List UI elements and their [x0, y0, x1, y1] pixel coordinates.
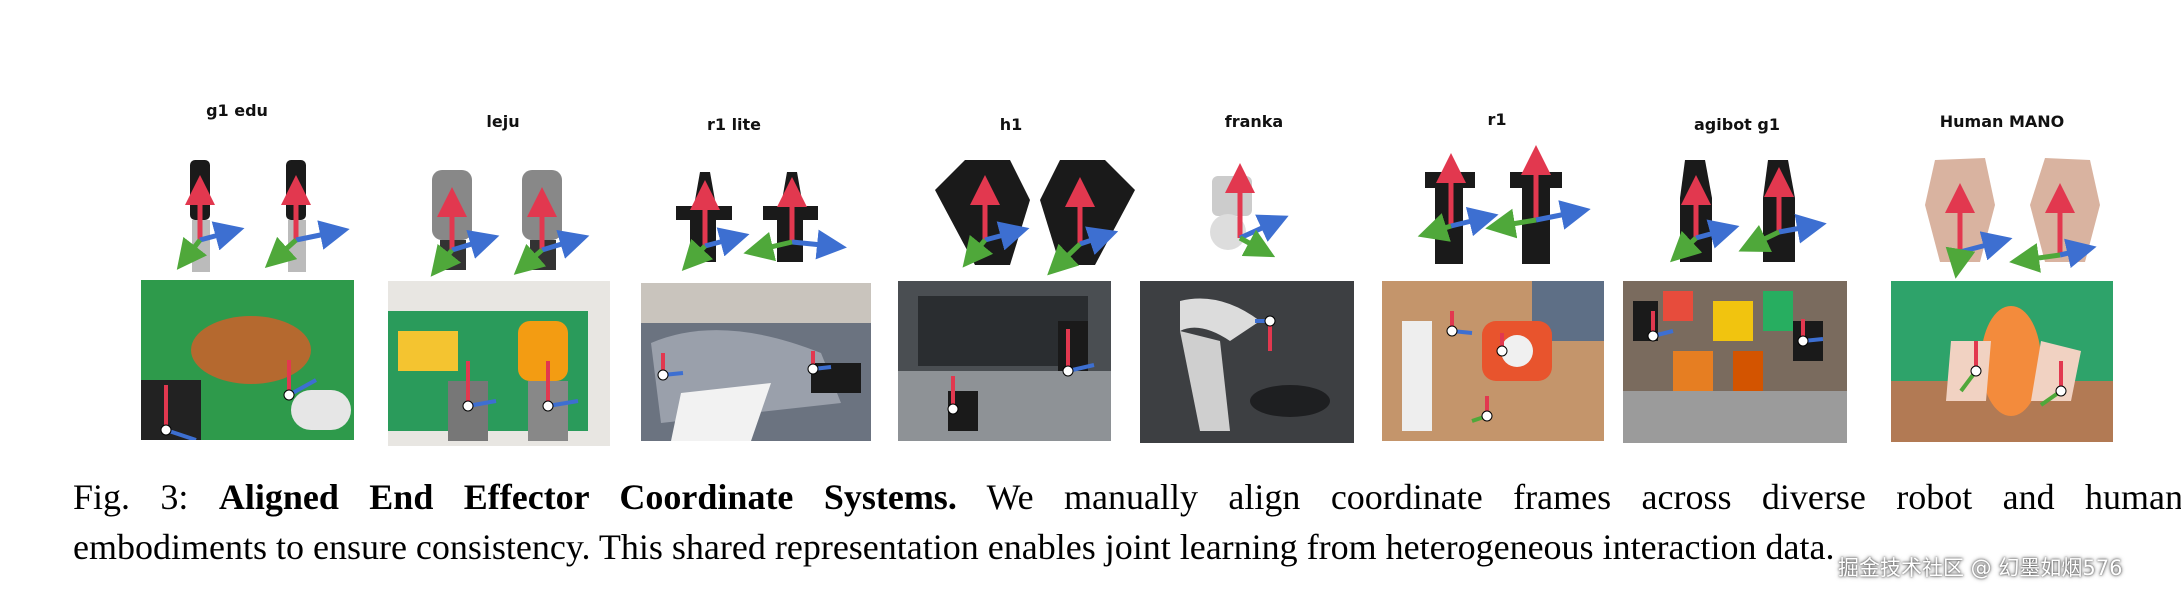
panel-label-h1: h1	[999, 115, 1023, 134]
scene-photo-human-mano	[1891, 281, 2113, 442]
panel-label-agibot-g1: agibot g1	[1694, 115, 1780, 134]
scene-photo-r1-lite	[641, 283, 871, 441]
scene-photo-leju	[388, 281, 610, 446]
r1-gripper-render	[1417, 145, 1591, 264]
scene-photo-r1	[1382, 281, 1604, 441]
caption-title: Aligned End Effector Coordinate Systems.	[218, 477, 957, 517]
scene-photo-franka	[1140, 281, 1354, 443]
panel-label-r1: r1	[1487, 110, 1507, 129]
panel-label-g1-edu: g1 edu	[206, 101, 268, 120]
r1-lite-gripper-render	[676, 172, 847, 271]
scene-photo-g1-edu	[141, 280, 354, 440]
human-mano-hand-render	[1925, 158, 2100, 279]
g1-edu-hand-render	[176, 160, 350, 272]
scene-photo-h1	[898, 281, 1111, 441]
panel-label-r1-lite: r1 lite	[706, 115, 762, 134]
panel-label-leju: leju	[486, 112, 520, 131]
end-effector-renders	[176, 145, 2100, 279]
caption-fig-label: Fig. 3:	[73, 477, 189, 517]
h1-hand-render	[935, 160, 1135, 276]
scene-photo-agibot-g1	[1623, 281, 1847, 443]
figure-caption: Fig. 3: Aligned End Effector Coordinate …	[73, 472, 2181, 572]
caption-line1-rest: We manually align coordinate frames acro…	[986, 477, 2181, 517]
franka-gripper-render	[1210, 163, 1289, 258]
panel-label-human-mano: Human MANO	[1939, 112, 2065, 131]
leju-hand-render	[430, 170, 590, 277]
agibot-g1-gripper-render	[1670, 160, 1827, 263]
figure-3: g1 edu leju r1 lite h1 franka r1 agibot …	[141, 101, 2113, 446]
watermark: 掘金技术社区 @ 幻墨如烟576	[1838, 556, 2123, 580]
caption-line-2: embodiments to ensure consistency. This …	[73, 527, 1835, 567]
caption-line-1: Fig. 3: Aligned End Effector Coordinate …	[73, 472, 2181, 522]
panel-label-franka: franka	[1224, 112, 1284, 131]
